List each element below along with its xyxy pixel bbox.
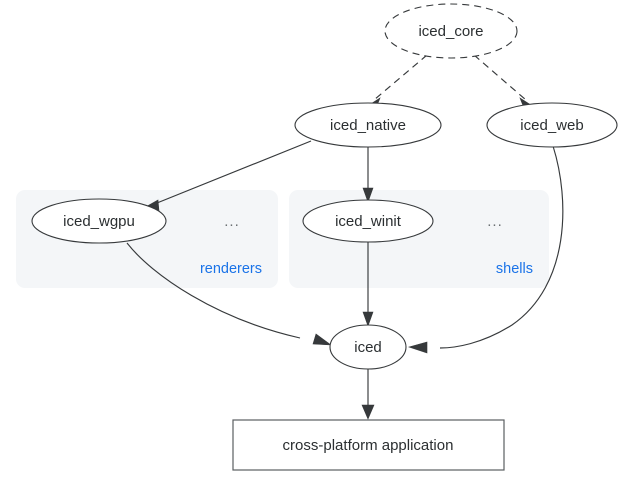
node-iced[interactable]: iced: [329, 324, 407, 370]
edge-iced-wgpu-to-iced-line: [126, 242, 301, 339]
edge-iced-native-to-iced-winit-arrowhead: [362, 187, 374, 203]
node-iced-shape[interactable]: [329, 324, 407, 370]
node-application[interactable]: cross-platform application: [232, 419, 505, 471]
edge-iced-core-to-iced-web: [473, 54, 535, 109]
edge-iced-wgpu-to-iced: [126, 242, 332, 346]
node-iced-wgpu[interactable]: iced_wgpu: [31, 198, 167, 244]
edge-iced-wgpu-to-iced-arrowhead: [312, 333, 332, 346]
node-iced-web-label: iced_web: [520, 117, 583, 134]
node-iced-wgpu-label: iced_wgpu: [63, 213, 135, 230]
cluster-shells-ellipsis: ...: [487, 213, 503, 230]
node-iced-native-label: iced_native: [330, 117, 406, 134]
cluster-renderers-label: renderers: [200, 261, 262, 277]
edge-iced-winit-to-iced: [362, 238, 374, 327]
node-iced-winit[interactable]: iced_winit: [302, 199, 434, 243]
node-iced-core-label: iced_core: [418, 23, 483, 40]
node-iced-web-shape[interactable]: [486, 102, 618, 148]
node-iced-web[interactable]: iced_web: [486, 102, 618, 148]
node-iced-core-shape[interactable]: [384, 3, 518, 59]
edge-iced-core-to-iced-native: [365, 54, 428, 109]
node-iced-winit-shape[interactable]: [302, 199, 434, 243]
edge-iced-core-to-iced-native-line: [373, 54, 428, 101]
node-application-label: cross-platform application: [283, 437, 454, 454]
edge-iced-native-to-iced-winit: [362, 147, 374, 203]
node-iced-winit-label: iced_winit: [335, 213, 402, 230]
node-application-shape[interactable]: [232, 419, 505, 471]
edge-iced-core-to-iced-web-line: [473, 54, 527, 101]
edge-iced-web-to-iced-line: [439, 145, 564, 349]
cluster-renderers-ellipsis: ...: [224, 213, 240, 230]
cluster-shells-label: shells: [496, 261, 533, 277]
node-iced-core[interactable]: iced_core: [384, 3, 518, 59]
edge-iced-to-application: [361, 369, 375, 420]
edge-iced-winit-to-iced-arrowhead: [362, 311, 374, 327]
edge-iced-to-application-arrowhead: [361, 404, 375, 420]
edge-iced-native-to-iced-wgpu-line: [151, 140, 312, 206]
node-iced-native-shape[interactable]: [294, 102, 442, 148]
edge-iced-web-to-iced-arrowhead: [407, 341, 428, 354]
node-iced-wgpu-shape[interactable]: [31, 198, 167, 244]
node-iced-label: iced: [354, 339, 382, 356]
node-iced-native[interactable]: iced_native: [294, 102, 442, 148]
edge-iced-web-to-iced: [407, 145, 564, 354]
